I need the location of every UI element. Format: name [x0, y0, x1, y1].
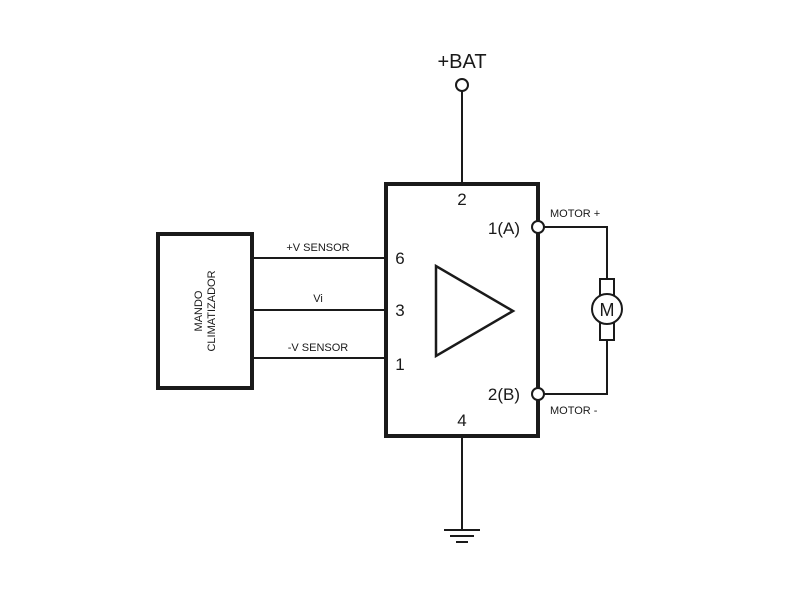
wire-motor-minus — [544, 340, 608, 395]
pin-3-label: 3 — [395, 301, 404, 320]
pin-1a-label: 1(A) — [488, 219, 520, 238]
motor-plus-label: MOTOR + — [550, 208, 600, 220]
motor-icon — [591, 293, 623, 325]
motor-minus-label: MOTOR - — [550, 405, 598, 417]
terminal-1a — [531, 220, 545, 234]
pin-6-label: 6 — [395, 249, 404, 268]
signal-plus-v-sensor: +V SENSOR — [286, 242, 349, 254]
pin-2-label: 2 — [457, 190, 466, 209]
wire-motor-plus — [544, 226, 608, 279]
amplifier-triangle-icon — [434, 263, 516, 359]
controller-box — [156, 232, 254, 390]
controller-label-line2: CLIMATIZADOR — [206, 270, 218, 351]
pin-1-label: 1 — [395, 355, 404, 374]
signal-minus-v-sensor: -V SENSOR — [288, 342, 349, 354]
pin-4-label: 4 — [457, 411, 466, 430]
bat-label: +BAT — [437, 51, 486, 73]
terminal-2b — [531, 387, 545, 401]
motor-symbol: M — [600, 300, 615, 320]
pin-2b-label: 2(B) — [488, 385, 520, 404]
controller-label-line1: MANDO — [193, 290, 205, 331]
signal-vi: Vi — [313, 293, 323, 305]
bat-terminal — [455, 78, 469, 92]
